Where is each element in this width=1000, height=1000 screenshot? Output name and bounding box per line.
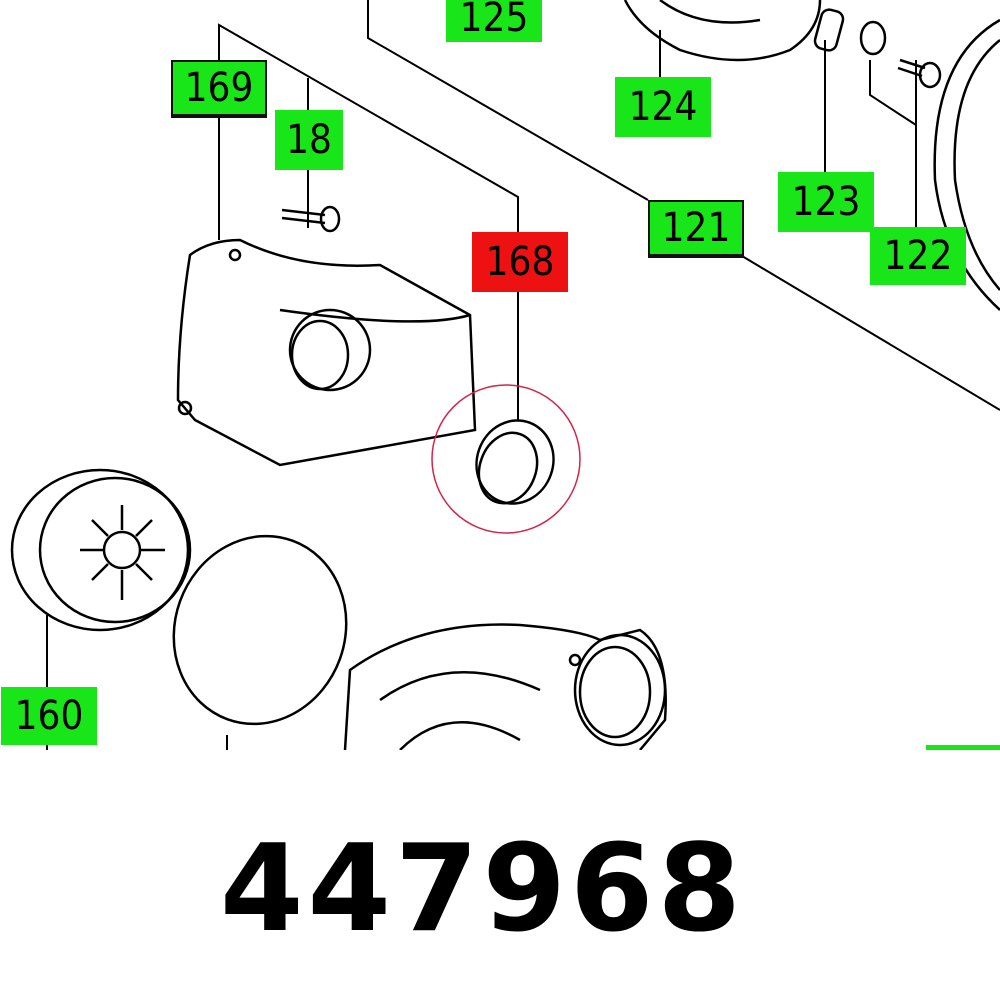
callout-169[interactable]: 169 bbox=[171, 60, 267, 118]
upper-parts bbox=[623, 0, 1000, 311]
leader-lines bbox=[46, 0, 1000, 750]
callout-123[interactable]: 123 bbox=[778, 172, 874, 232]
callout-124[interactable]: 124 bbox=[615, 77, 711, 137]
exploded-parts-drawing bbox=[10, 0, 1000, 750]
callout-18[interactable]: 18 bbox=[275, 110, 343, 170]
cover-169 bbox=[176, 238, 477, 467]
part-number: 447968 bbox=[220, 820, 745, 959]
screw-18 bbox=[281, 205, 341, 233]
callout-122[interactable]: 122 bbox=[870, 227, 966, 285]
fan-160 bbox=[10, 468, 192, 632]
callout-125[interactable]: 125 bbox=[446, 0, 542, 42]
callout-121[interactable]: 121 bbox=[648, 200, 744, 258]
housing bbox=[343, 623, 667, 750]
callout-168-highlighted[interactable]: 168 bbox=[472, 232, 568, 292]
callout-160[interactable]: 160 bbox=[1, 687, 97, 745]
partial-callout bbox=[926, 745, 1000, 750]
gasket bbox=[172, 534, 348, 726]
ring-168 bbox=[431, 384, 581, 534]
